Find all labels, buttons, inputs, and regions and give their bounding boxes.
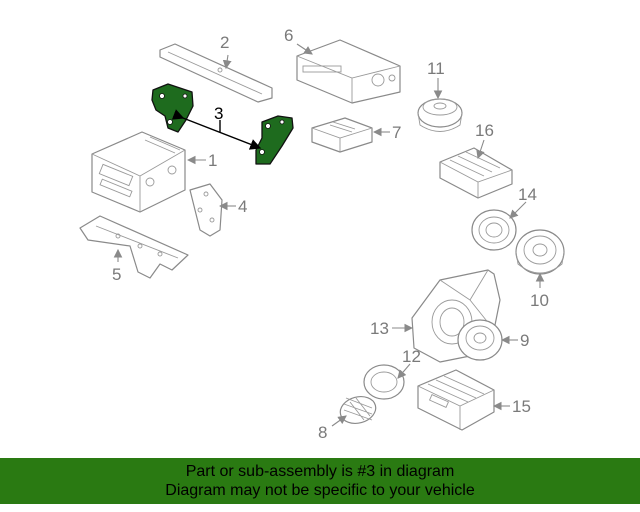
callout-12: 12 [402,347,421,366]
banner-line-2: Diagram may not be specific to your vehi… [165,482,475,499]
callout-10: 10 [530,291,549,310]
callout-4: 4 [238,197,247,216]
part-5-frame[interactable] [79,215,189,279]
part-4-bracket[interactable] [189,183,223,237]
callout-9: 9 [520,331,529,350]
callout-16: 16 [475,121,494,140]
part-11-speaker[interactable] [417,98,463,132]
callout-3: 3 [214,104,223,123]
callout-6: 6 [284,26,293,45]
part-9-speaker[interactable] [457,319,503,361]
callout-2: 2 [220,33,229,52]
leader-lines [113,43,545,427]
part-10-speaker[interactable] [515,229,565,275]
callout-5: 5 [112,265,121,284]
info-banner: Part or sub-assembly is #3 in diagram Di… [0,458,640,504]
part-2-bracket[interactable] [159,43,273,103]
part-12-ring[interactable] [363,364,405,400]
callout-15: 15 [512,397,531,416]
callout-13: 13 [370,319,389,338]
callout-11: 11 [427,59,445,78]
banner-line-1: Part or sub-assembly is #3 in diagram [185,463,455,480]
part-1-radio[interactable] [91,131,186,213]
callout-labels: 2 6 11 3 7 16 1 4 14 5 10 13 9 12 15 8 [112,26,549,442]
part-15-amplifier[interactable] [417,369,495,431]
parts-diagram: 2 6 11 3 7 16 1 4 14 5 10 13 9 12 15 8 [79,26,565,442]
part-7-module[interactable] [311,117,373,153]
part-14-speaker-ring[interactable] [471,209,517,251]
callout-1: 1 [208,151,217,170]
part-6-module[interactable] [296,39,401,104]
callout-8: 8 [318,423,327,442]
part-16-amplifier[interactable] [439,147,513,199]
part-8-grille[interactable] [337,393,379,427]
callout-7: 7 [392,123,401,142]
part-3-brackets-highlighted[interactable] [151,83,294,165]
callout-14: 14 [518,185,537,204]
